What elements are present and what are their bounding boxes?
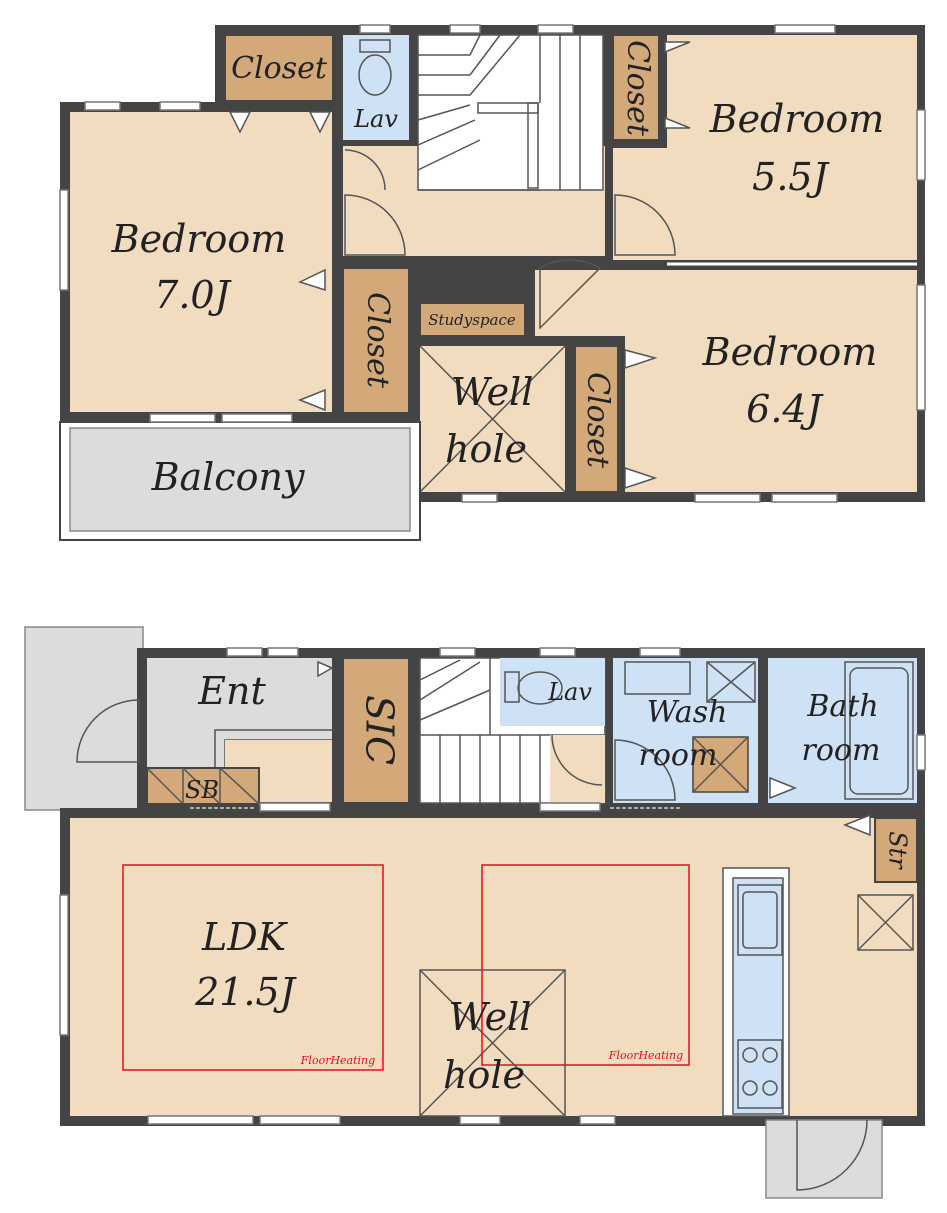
storage-label: Str <box>884 831 912 870</box>
studyspace-label: Studyspace <box>428 311 516 329</box>
second-floor-plan: Closet Lav Closet Bedroom 5.5J Bedroom 7… <box>59 24 926 541</box>
bedroom-5-5-room <box>667 35 917 260</box>
bath-room <box>768 658 917 803</box>
storage-room <box>874 817 918 883</box>
toilet-icon-lower <box>504 671 563 705</box>
bath-room-label-1: Bath <box>806 689 878 724</box>
kitchen-counter <box>722 867 790 1117</box>
laundry-box-icon <box>692 736 749 793</box>
closet-mid-room <box>612 34 660 141</box>
ldk-size: 21.5J <box>194 970 297 1014</box>
bedroom-7-0-label: Bedroom <box>111 217 287 261</box>
bedroom-5-5-label: Bedroom <box>709 97 885 141</box>
floor-heating-zone-2 <box>481 864 690 1066</box>
floor-heating-zone-1 <box>122 864 384 1071</box>
doors-upper <box>344 149 676 330</box>
sic-label: SIC <box>358 695 402 765</box>
closet-left-label: Closet <box>360 292 395 389</box>
ldk-label: LDK <box>201 915 289 959</box>
well-hole-lower-label-2: hole <box>443 1053 525 1097</box>
stove-icon <box>737 1039 783 1109</box>
studyspace-room <box>419 302 526 337</box>
closet-right-label: Closet <box>580 372 615 469</box>
lav-upper-label: Lav <box>353 105 398 133</box>
closet-left-room <box>342 267 410 414</box>
floor-heating-label-1: FloorHeating <box>300 1054 375 1067</box>
washer-icon <box>706 661 756 703</box>
floor-heating-label-2: FloorHeating <box>608 1049 683 1062</box>
sink-icon <box>737 884 783 956</box>
fridge-icon <box>857 894 914 951</box>
well-hole-upper <box>419 345 566 493</box>
lav-lower-label: Lav <box>547 678 592 706</box>
stairs-upper <box>417 34 604 191</box>
toilet-icon <box>358 39 392 96</box>
wash-room-label-2: room <box>639 738 718 773</box>
closet-right-room <box>574 345 619 493</box>
bedroom-6-4-size: 6.4J <box>746 387 823 431</box>
well-hole-upper-label-1: Well <box>451 370 534 414</box>
closet-top-room <box>224 34 334 102</box>
closet-mid-label: Closet <box>620 40 655 137</box>
entrance-label: Ent <box>197 669 266 713</box>
closet-top-label: Closet <box>231 51 328 86</box>
shoe-box <box>146 767 260 805</box>
well-hole-lower-label-1: Well <box>449 995 532 1039</box>
bedroom-6-4-label: Bedroom <box>702 330 878 374</box>
wash-room-label-1: Wash <box>647 695 728 730</box>
bath-room-label-2: room <box>802 733 881 768</box>
lav-room-lower <box>500 658 605 726</box>
well-hole-upper-label-2: hole <box>445 427 527 471</box>
bedroom-6-4-room <box>625 270 917 492</box>
entrance-door <box>76 699 140 763</box>
shoe-box-label: SB <box>185 776 219 804</box>
sic-room <box>342 657 410 804</box>
bedroom-5-5-size: 5.5J <box>752 155 829 199</box>
bedroom-7-0-room <box>70 112 332 412</box>
first-floor-plan: Ent SIC SB Lav Wash room Bath room Str L… <box>24 626 926 1199</box>
bedroom-7-0-size: 7.0J <box>154 273 231 317</box>
balcony-label: Balcony <box>151 455 305 499</box>
